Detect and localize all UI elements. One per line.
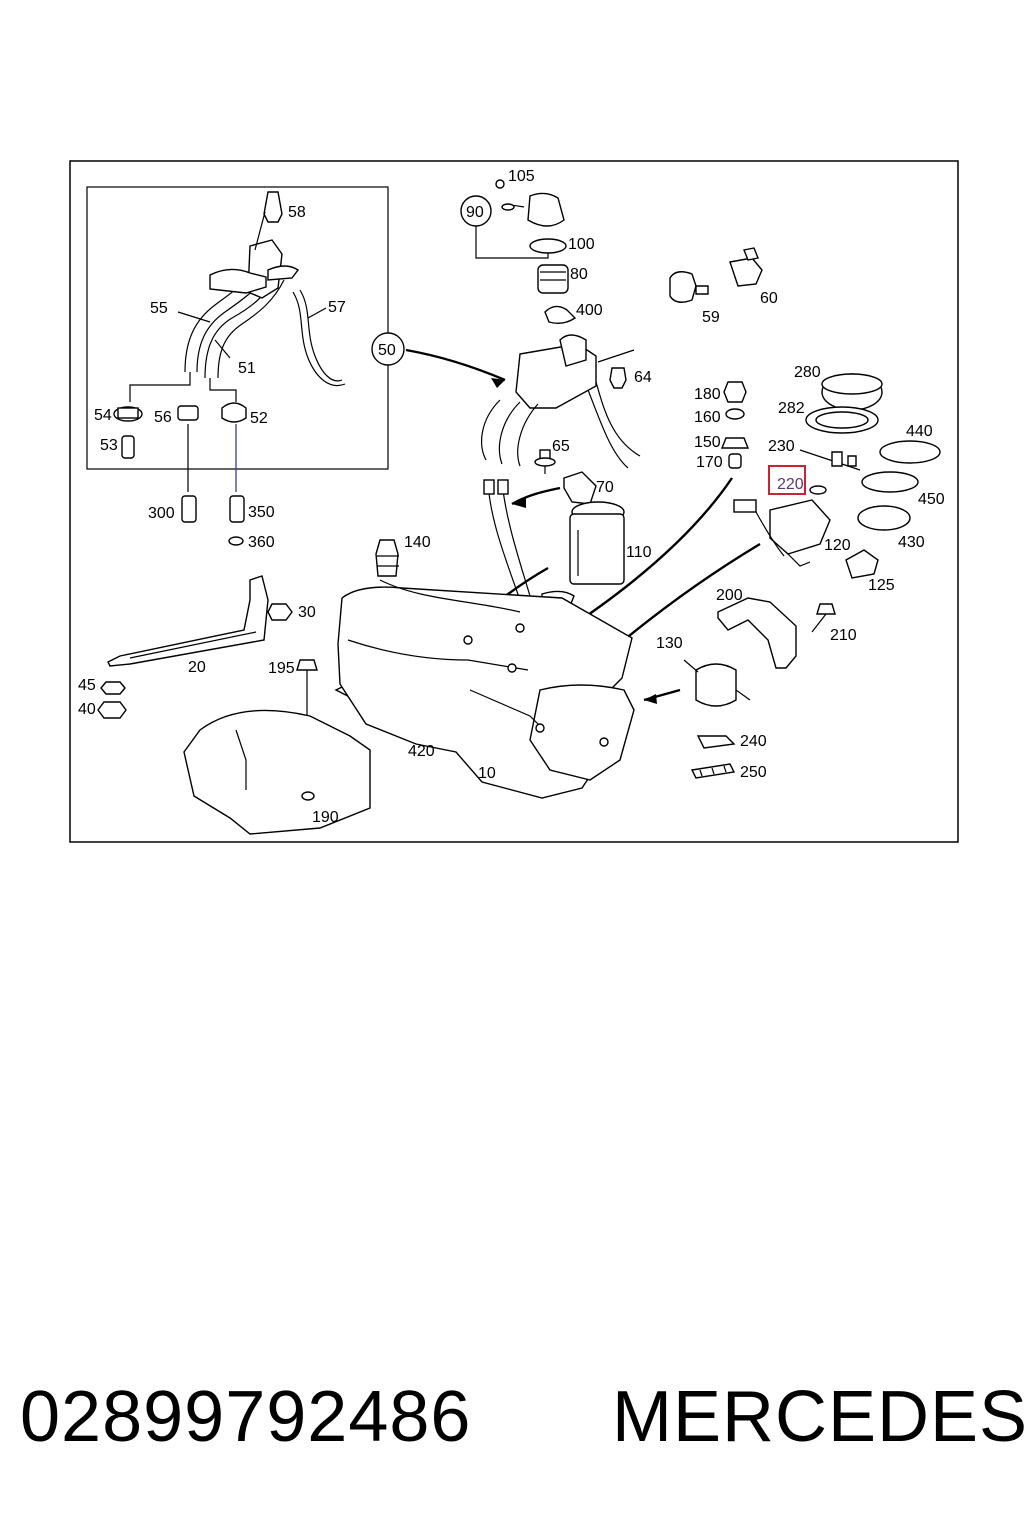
part-65 xyxy=(534,449,556,474)
filler-neck xyxy=(481,334,641,469)
label-300: 300 xyxy=(148,505,175,522)
label-240: 240 xyxy=(740,733,767,750)
label-350: 350 xyxy=(248,504,275,521)
label-180: 180 xyxy=(694,386,721,403)
label-60: 60 xyxy=(760,290,778,307)
part-70 xyxy=(563,471,597,505)
label-100: 100 xyxy=(568,236,595,253)
label-80: 80 xyxy=(570,266,588,283)
part-130-filter xyxy=(683,659,751,707)
part-140 xyxy=(375,539,399,577)
part-number: 02899792486 xyxy=(20,1377,472,1457)
label-450: 450 xyxy=(918,491,945,508)
part-240 xyxy=(696,735,736,749)
part-20-strap xyxy=(107,575,269,667)
label-40: 40 xyxy=(78,701,96,718)
part-190-heat-shield xyxy=(183,709,371,835)
part-300 xyxy=(181,495,197,523)
label-52: 52 xyxy=(250,410,268,427)
label-220: 220 xyxy=(777,476,804,493)
label-54: 54 xyxy=(94,407,112,424)
label-51: 51 xyxy=(238,360,256,377)
label-280: 280 xyxy=(794,364,821,381)
label-30: 30 xyxy=(298,604,316,621)
label-57: 57 xyxy=(328,299,346,316)
part-350 xyxy=(229,495,245,523)
label-64: 64 xyxy=(634,369,652,386)
filler-neck-detail xyxy=(113,191,346,459)
label-210: 210 xyxy=(830,627,857,644)
part-360 xyxy=(228,536,244,546)
label-20: 20 xyxy=(188,659,206,676)
part-40 xyxy=(97,701,127,719)
part-45 xyxy=(100,681,126,695)
label-50: 50 xyxy=(378,342,396,359)
label-282: 282 xyxy=(778,400,805,417)
part-30 xyxy=(267,603,293,621)
label-70: 70 xyxy=(596,479,614,496)
callout-50 xyxy=(371,332,405,366)
label-400: 400 xyxy=(576,302,603,319)
label-360: 360 xyxy=(248,534,275,551)
label-195: 195 xyxy=(268,660,295,677)
label-65: 65 xyxy=(552,438,570,455)
label-59: 59 xyxy=(702,309,720,326)
label-430: 430 xyxy=(898,534,925,551)
label-150: 150 xyxy=(694,434,721,451)
label-120: 120 xyxy=(824,537,851,554)
part-110-pump xyxy=(541,501,625,609)
label-230: 230 xyxy=(768,438,795,455)
sender-unit-parts xyxy=(733,373,941,579)
brand-name: MERCEDES xyxy=(612,1377,1024,1457)
label-56: 56 xyxy=(154,409,172,426)
label-53: 53 xyxy=(100,437,118,454)
label-55: 55 xyxy=(150,300,168,317)
label-160: 160 xyxy=(694,409,721,426)
label-125: 125 xyxy=(868,577,895,594)
label-140: 140 xyxy=(404,534,431,551)
label-58: 58 xyxy=(288,204,306,221)
clips-59-60 xyxy=(669,247,763,303)
label-440: 440 xyxy=(906,423,933,440)
fuel-system-diagram: 105 90 100 80 400 59 60 64 50 58 55 57 5… xyxy=(69,160,959,843)
part-210 xyxy=(811,603,836,633)
label-45: 45 xyxy=(78,677,96,694)
label-110: 110 xyxy=(626,544,652,561)
part-200 xyxy=(717,597,797,669)
label-130: 130 xyxy=(656,635,683,652)
label-10: 10 xyxy=(478,765,496,782)
part-64 xyxy=(609,367,627,389)
label-190: 190 xyxy=(312,809,339,826)
label-200: 200 xyxy=(716,587,743,604)
label-105: 105 xyxy=(508,168,535,185)
filler-cap-assembly xyxy=(460,179,577,325)
mount-stack xyxy=(720,381,750,469)
label-420: 420 xyxy=(408,743,435,760)
label-250: 250 xyxy=(740,764,767,781)
label-170: 170 xyxy=(696,454,723,471)
footer-caption: 02899792486 MERCEDES xyxy=(20,1372,1024,1462)
diagram-frame xyxy=(69,160,959,843)
label-90: 90 xyxy=(466,204,484,221)
part-10-fuel-tank xyxy=(337,579,635,799)
highlight-box-220 xyxy=(768,465,806,495)
detail-inset-frame xyxy=(86,186,389,470)
